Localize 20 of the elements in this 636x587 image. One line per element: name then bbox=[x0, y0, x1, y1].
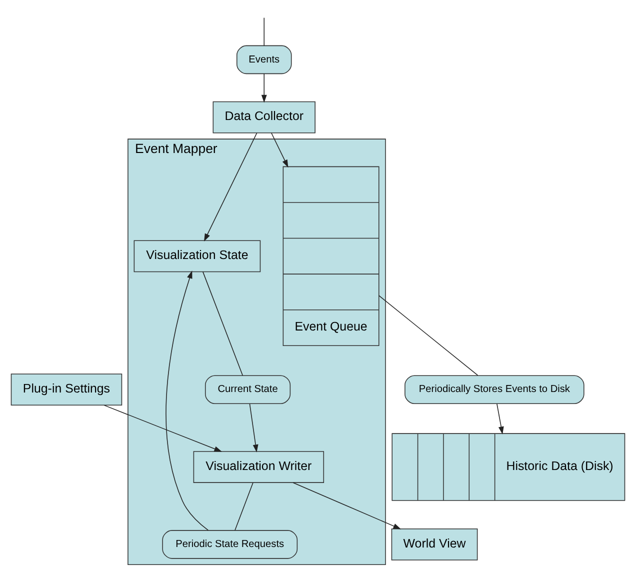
arrow bbox=[166, 270, 209, 530]
node-box: Visualization Writer bbox=[193, 450, 324, 482]
arrow bbox=[261, 72, 267, 102]
node-box: Periodic State Requests bbox=[162, 530, 298, 558]
connector bbox=[202, 270, 244, 376]
arrow bbox=[204, 132, 258, 241]
node-box: Plug-in Settings bbox=[10, 373, 122, 406]
arrow bbox=[292, 482, 402, 529]
arrow bbox=[249, 403, 258, 452]
node-box: Current State bbox=[204, 374, 291, 404]
node-box: Data Collector bbox=[212, 100, 316, 133]
arrow bbox=[496, 403, 504, 434]
node-box: Periodically Stores Events to Disk bbox=[404, 374, 584, 404]
arrow bbox=[271, 132, 288, 168]
connector bbox=[234, 482, 254, 530]
node-box: World View bbox=[391, 528, 478, 560]
node-box: Events bbox=[236, 44, 292, 74]
arrow bbox=[104, 404, 222, 452]
node-box: Visualization State bbox=[134, 240, 261, 272]
connector bbox=[378, 294, 478, 376]
